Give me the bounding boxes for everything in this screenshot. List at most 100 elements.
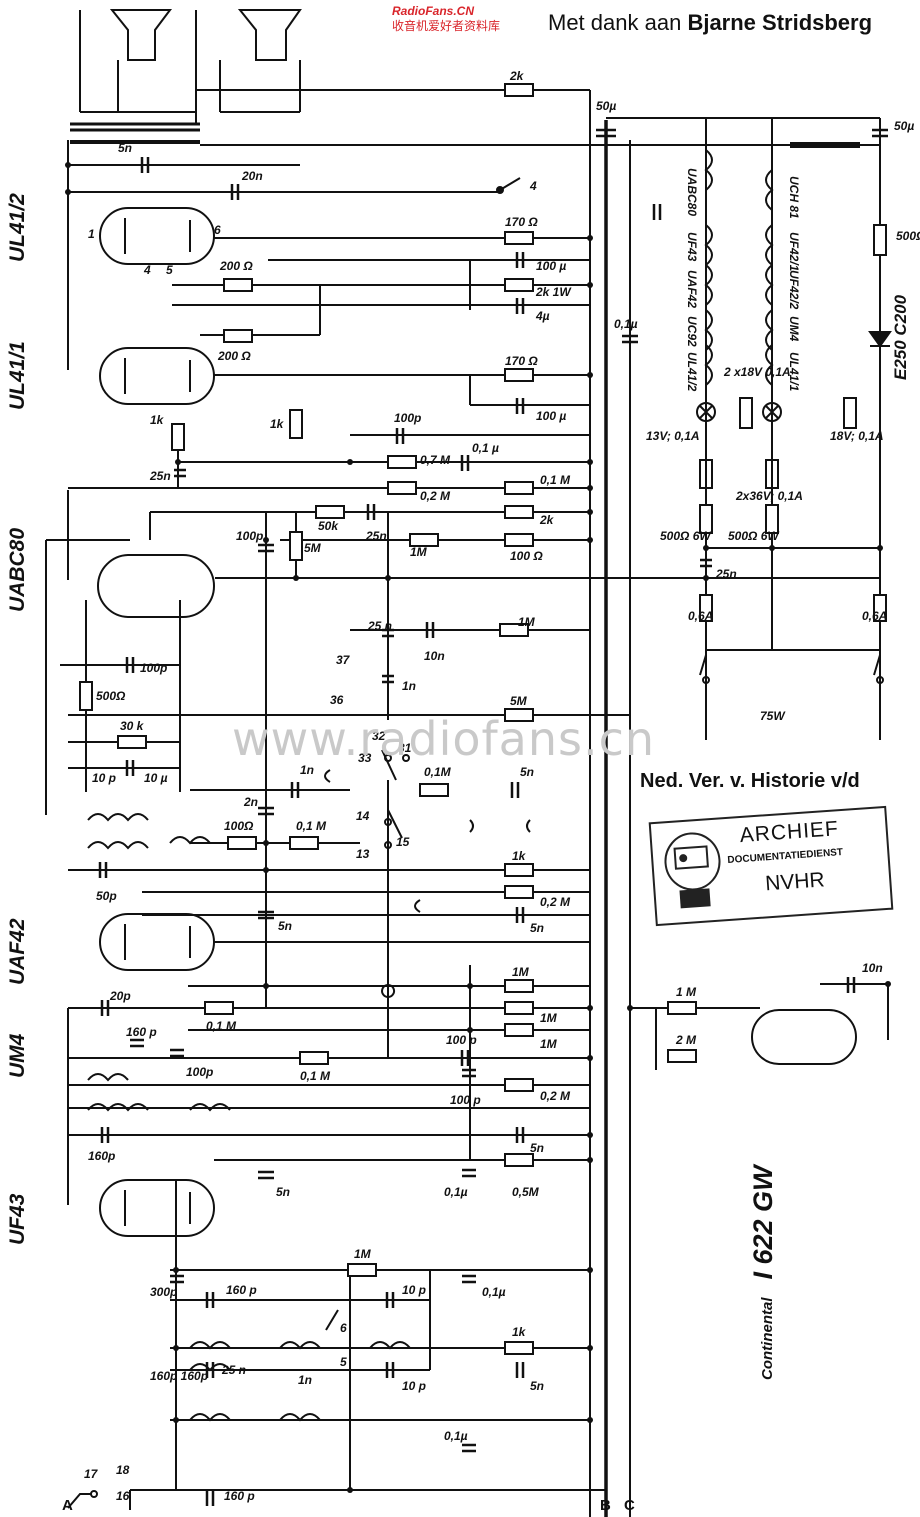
label-sw-14: 14 <box>356 809 370 823</box>
capacitor <box>515 252 525 268</box>
resistor <box>223 329 253 343</box>
rf-coil <box>189 1363 231 1372</box>
label-1m-b: 1M <box>540 1011 558 1025</box>
capacitor <box>258 1170 274 1180</box>
association-text: Ned. Ver. v. Historie v/d <box>640 770 860 792</box>
label-170-a: 170 Ω <box>505 215 538 229</box>
resistor <box>499 623 529 637</box>
label-1n-b: 1n <box>300 763 314 777</box>
label-01m-c: 0,1 M <box>296 819 327 833</box>
label-500-3w: 500Ω 3W <box>896 229 920 243</box>
tube-label-um4: UM4 <box>6 1033 29 1078</box>
capacitor <box>100 1127 110 1143</box>
label-160p-b: 160p <box>88 1149 115 1163</box>
heater-coil <box>704 149 713 386</box>
capacitor <box>460 1050 470 1066</box>
terminal-a: A <box>62 1497 73 1514</box>
label-02m-b: 0,2 M <box>540 1089 571 1103</box>
label-sw-4: 4 <box>529 179 537 193</box>
capacitor <box>100 1000 110 1016</box>
tube-label-ul41-1: UL41/1 <box>6 341 29 410</box>
label-2k-1w: 2k 1W <box>535 285 572 299</box>
resistor <box>171 423 185 451</box>
label-pin-1: 1 <box>88 227 95 241</box>
label-200-b: 200 Ω <box>217 349 251 363</box>
capacitor <box>700 558 712 568</box>
label-1k-d: 1k <box>512 1325 527 1339</box>
resistor <box>504 863 534 877</box>
tube-label-uaf42: UAF42 <box>6 918 29 985</box>
heater-chain-labels: UABC80 UF43 UAF42 UC92 UL41/2 UCH 81 UF4… <box>685 168 910 392</box>
ntc-resistor <box>699 459 713 489</box>
resistor <box>504 885 534 899</box>
terminals: A B C <box>62 1497 635 1514</box>
label-75w: 75W <box>760 709 786 723</box>
resistor <box>504 481 534 495</box>
rf-coil <box>189 1103 231 1112</box>
label-100-b: 100Ω <box>224 819 254 833</box>
resistor <box>299 1051 329 1065</box>
credit-prefix: Met dank aan <box>548 10 682 35</box>
resistor <box>79 681 93 711</box>
rf-coil <box>369 1341 411 1350</box>
capacitor <box>140 157 150 173</box>
label-300p: 300p <box>150 1285 177 1299</box>
capacitors <box>98 128 888 1506</box>
capacitor <box>462 1168 476 1178</box>
capacitor <box>510 782 520 798</box>
resistor <box>387 481 417 495</box>
label-5n-f: 5n <box>276 1185 290 1199</box>
label-term-17: 17 <box>84 1467 99 1481</box>
capacitor <box>205 1292 215 1308</box>
resistor <box>504 278 534 292</box>
credit-line: Met dank aan Bjarne Stridsberg <box>548 10 872 36</box>
capacitor <box>872 128 888 138</box>
label-4u: 4µ <box>535 309 550 323</box>
label-500-6w-b: 500Ω 6W <box>728 529 780 543</box>
label-sw-32: 32 <box>372 729 386 743</box>
stamp-line-1: ARCHIEF <box>739 817 840 848</box>
terminal-c: C <box>624 1497 635 1514</box>
capacitor <box>596 128 616 138</box>
label-01u-c: 0,1µ <box>444 1185 468 1199</box>
label-pot-1m: 1M <box>410 545 428 559</box>
tube-um4-envelope <box>751 1009 857 1065</box>
capacitor <box>174 468 186 478</box>
resistor <box>504 368 534 382</box>
resistor <box>289 409 303 439</box>
label-sw-36: 36 <box>330 693 344 707</box>
ntc-resistor <box>765 459 779 489</box>
radiofans-watermark: www.radiofans.cn <box>232 712 656 766</box>
resistor <box>504 1023 534 1037</box>
resistor <box>347 1263 377 1277</box>
capacitor <box>515 298 525 314</box>
rf-coil <box>189 1341 231 1350</box>
resistor <box>504 83 534 97</box>
capacitor <box>425 622 435 638</box>
capacitor <box>366 504 376 520</box>
stamp-line-2: DOCUMENTATIEDIENST <box>727 846 844 867</box>
label-10n: 10n <box>424 649 445 663</box>
label-pot-1m-b: 1M <box>518 615 536 629</box>
capacitor <box>125 760 135 776</box>
heater-label: UL41/2 <box>685 352 699 392</box>
label-pin-4: 4 <box>143 263 151 277</box>
capacitor <box>258 543 274 553</box>
label-50k: 50k <box>318 519 339 533</box>
label-10u: 10 µ <box>144 771 168 785</box>
label-25n-d: 25 n <box>367 619 392 633</box>
rf-coil <box>189 1413 231 1422</box>
label-160p-c: 160 p <box>226 1283 257 1297</box>
tube-envelopes <box>97 207 857 1237</box>
pilot-lamp <box>762 402 782 422</box>
rf-coil <box>279 1341 321 1350</box>
label-1k-a: 1k <box>150 413 165 427</box>
label-sw-33: 33 <box>358 751 372 765</box>
resistor <box>387 455 417 469</box>
label-01u-mid: 0,1µ <box>614 317 638 331</box>
label-160p-a: 160 p <box>126 1025 157 1039</box>
speaker-1 <box>109 9 172 61</box>
rf-coil <box>279 1413 321 1422</box>
capacitor <box>170 1048 184 1058</box>
